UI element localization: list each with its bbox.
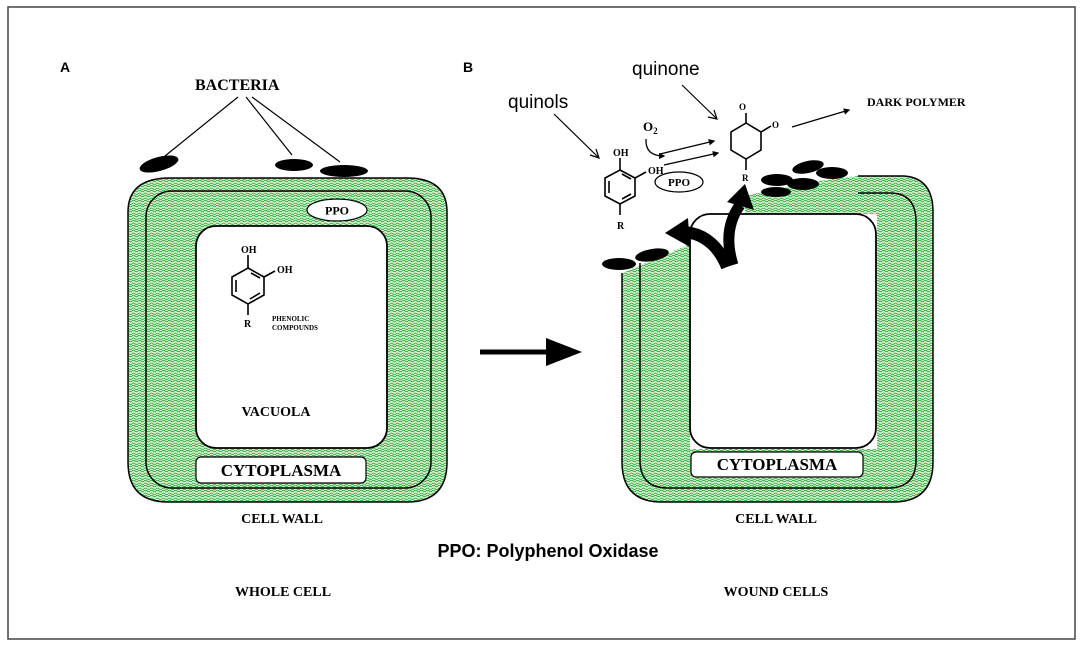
cytoplasma-box-a: [195, 456, 367, 484]
bacterium: [761, 187, 791, 197]
phenolic-label-2: COMPOUNDS: [272, 324, 318, 332]
ppo-label-b: PPO: [668, 177, 690, 189]
release-arrow-left-head: [665, 218, 690, 247]
cell-wall-label-b: CELL WALL: [735, 512, 817, 527]
bacterium: [602, 258, 636, 270]
bacteria-label: BACTERIA: [195, 77, 280, 94]
panel-a-label: A: [60, 59, 70, 75]
cell-b-outline: [621, 175, 934, 503]
cell-b-wall: [622, 176, 933, 502]
quinone-o-1: O: [739, 102, 746, 112]
cytoplasma-label-a: CYTOPLASMA: [221, 461, 342, 480]
panel-b-label: B: [463, 59, 473, 75]
panel-a-caption: WHOLE CELL: [235, 585, 331, 600]
bacteria-pointer-lines: [164, 96, 341, 163]
quinone-label: quinone: [632, 59, 700, 80]
phenolic-label-1: PHENOLIC: [272, 315, 309, 323]
cytoplasma-label-b: CYTOPLASMA: [717, 455, 838, 474]
cell-a-membrane: [145, 190, 432, 489]
phenol-oh-1: OH: [241, 245, 257, 256]
o2-label: O2: [643, 119, 658, 136]
transition-arrow: [480, 338, 582, 366]
phenol-r: R: [244, 319, 252, 330]
bacterium: [275, 159, 313, 171]
release-arrow-left: [684, 226, 733, 270]
bacteria-cell-b: [602, 160, 848, 270]
quinone-r: R: [742, 173, 749, 183]
ppo-legend: PPO: Polyphenol Oxidase: [437, 541, 658, 561]
panel-b-caption: WOUND CELLS: [724, 585, 829, 600]
vacuola-label: VACUOLA: [242, 405, 312, 420]
bacterium: [139, 155, 179, 173]
quinol-r: R: [617, 221, 625, 232]
cell-a-vacuole: [195, 225, 388, 449]
bacteria-cell-a: [139, 155, 368, 177]
quinol-structure: [604, 158, 647, 215]
bacterium: [635, 248, 669, 262]
quinone-pointer: [681, 84, 717, 119]
polymer-arrow: [791, 108, 851, 128]
release-arrow-right-head: [727, 184, 754, 210]
ppo-label-a: PPO: [325, 204, 349, 218]
figure-border: [7, 6, 1076, 640]
quinols-label: quinols: [508, 92, 568, 113]
release-arrow-right: [723, 201, 745, 267]
ppo-ellipse-a: [306, 198, 368, 222]
bacterium: [787, 178, 819, 190]
ppo-ellipse-b: [654, 171, 704, 193]
cytoplasma-box-b: [690, 451, 864, 478]
cell-b-membrane: [639, 192, 917, 489]
quinol-oh-2: OH: [648, 166, 664, 177]
reaction-arrow-1: [659, 139, 716, 155]
bacterium: [792, 160, 824, 174]
quinone-o-2: O: [772, 120, 779, 130]
dark-polymer-label: DARK POLYMER: [867, 95, 966, 109]
quinols-pointer-tip: [589, 148, 600, 159]
quinol-oh-1: OH: [613, 148, 629, 159]
bacterium: [320, 165, 368, 177]
cell-wall-label-a: CELL WALL: [241, 512, 323, 527]
phenol-structure: [231, 255, 276, 315]
phenol-oh-2: OH: [277, 265, 293, 276]
quinone-pointer-tip: [707, 109, 718, 120]
quinone-structure: [730, 113, 772, 170]
o2-curved-arrow: [645, 138, 666, 160]
bacterium: [816, 167, 848, 179]
bacterium: [761, 174, 793, 186]
reaction-arrow-2: [663, 150, 720, 166]
cell-b-vacuole: [689, 213, 877, 449]
quinols-pointer: [553, 113, 599, 158]
